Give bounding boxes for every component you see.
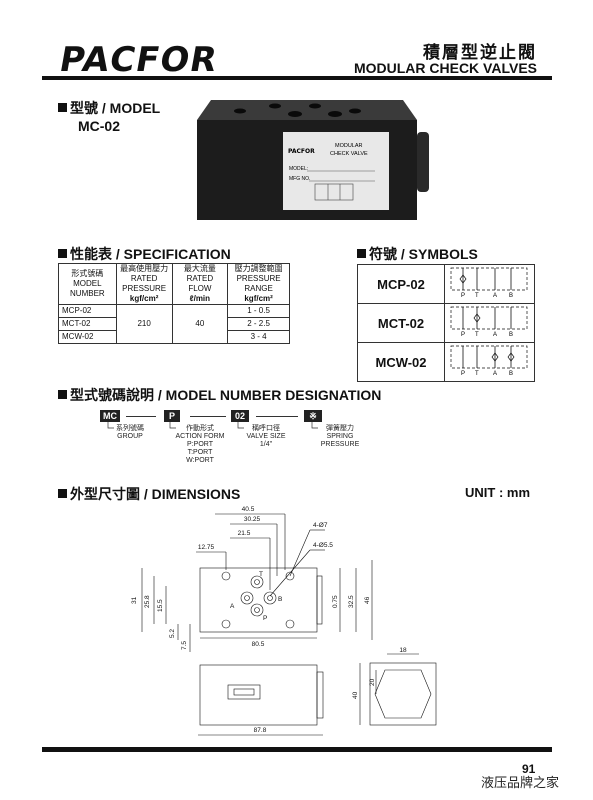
svg-text:21.5: 21.5 (238, 530, 251, 537)
dimensions-section-title: 外型尺寸圖 / DIMENSIONS (58, 484, 240, 504)
spec-section-title: 性能表 / SPECIFICATION (58, 244, 231, 264)
symbol-mcw-diagram: P T A B (450, 345, 528, 377)
svg-text:A: A (493, 332, 497, 337)
designation-box-spring: ※ (304, 410, 322, 422)
header-rule (42, 76, 552, 80)
bullet-square-icon (58, 249, 67, 258)
svg-text:A: A (493, 371, 497, 376)
symbols-table: MCP-02 P T A B MCT-02 (357, 264, 535, 382)
bullet-square-icon (58, 390, 67, 399)
svg-text:40: 40 (352, 691, 359, 699)
brand-logo: PACFOR (56, 40, 221, 80)
spec-flow-cell: 40 (171, 304, 229, 344)
model-section-title: 型號 / MODEL (58, 98, 160, 118)
svg-text:87.8: 87.8 (254, 727, 267, 734)
svg-text:P: P (461, 293, 465, 298)
svg-text:T: T (475, 293, 479, 298)
svg-text:B: B (278, 596, 282, 603)
svg-text:80.5: 80.5 (252, 641, 265, 648)
svg-text:A: A (230, 603, 235, 610)
symbol-code: MCT-02 (357, 303, 445, 343)
valve-end-cap (417, 132, 429, 192)
plate-line2: CHECK VALVE (330, 151, 368, 157)
symbol-mct-diagram: P T A B (450, 306, 528, 338)
svg-text:18: 18 (399, 647, 407, 654)
svg-text:4-Ø5.5: 4-Ø5.5 (313, 542, 333, 549)
svg-text:30.25: 30.25 (244, 516, 261, 523)
designation-section-title: 型式號碼說明 / MODEL NUMBER DESIGNATION (58, 385, 381, 405)
symbol-drawing: P T A B (444, 303, 535, 343)
svg-text:T: T (259, 571, 263, 578)
plate-model: MODEL: (289, 166, 308, 172)
svg-text:12.75: 12.75 (198, 544, 215, 551)
page-title-en: MODULAR CHECK VALVES (353, 60, 537, 76)
footer-rule (42, 747, 552, 752)
valve-photo: PACFOR MODULAR CHECK VALVE MODEL: MFG NO… (197, 100, 429, 220)
svg-text:P: P (461, 371, 465, 376)
svg-text:32.5: 32.5 (348, 595, 355, 608)
symbols-section-title: 符號 / SYMBOLS (357, 244, 478, 264)
valve-top-face (197, 100, 417, 120)
svg-text:B: B (509, 371, 513, 376)
plate-mfg: MFG NO. (289, 176, 310, 182)
model-number: MC-02 (78, 118, 121, 134)
bullet-square-icon (58, 489, 67, 498)
svg-text:31: 31 (131, 596, 138, 604)
front-view-body (199, 664, 318, 726)
designation-box-action: P (164, 410, 180, 422)
designation-box-group: MC (100, 410, 120, 422)
svg-text:0.75: 0.75 (332, 595, 339, 608)
svg-text:T: T (475, 332, 479, 337)
spec-range-cell: 1 - 0.5 (227, 304, 290, 318)
plate-brand: PACFOR (288, 148, 315, 155)
unit-label: UNIT : mm (465, 485, 530, 500)
svg-text:P: P (461, 332, 465, 337)
spec-range-cell: 3 - 4 (227, 330, 290, 344)
bullet-square-icon (357, 249, 366, 258)
watermark: 液压品牌之家 (481, 775, 560, 790)
spec-model-cell: MCT-02 (58, 317, 117, 331)
side-view-body (369, 662, 437, 726)
spec-range-cell: 2 - 2.5 (227, 317, 290, 331)
symbol-drawing: P T A B (444, 342, 535, 382)
plate-line1: MODULAR (335, 143, 363, 149)
svg-text:7.5: 7.5 (181, 641, 188, 650)
spec-model-cell: MCP-02 (58, 304, 117, 318)
svg-text:20: 20 (369, 678, 376, 686)
svg-text:40.5: 40.5 (242, 506, 255, 513)
svg-text:T: T (475, 371, 479, 376)
spec-model-cell: MCW-02 (58, 330, 117, 344)
dimension-drawing: 40.5 30.25 21.5 12.75 4-Ø7 4-Ø5.5 T A B … (131, 506, 437, 736)
spec-pressure-cell: 210 (115, 304, 173, 344)
symbol-mcp-diagram: P T A B (450, 267, 528, 299)
bullet-square-icon (58, 103, 67, 112)
svg-text:46: 46 (364, 596, 371, 604)
designation-box-size: 02 (231, 410, 249, 422)
svg-text:15.5: 15.5 (157, 599, 164, 612)
page-title-zh: 積層型逆止閥 (423, 43, 537, 62)
symbol-drawing: P T A B (444, 264, 535, 304)
svg-text:P: P (263, 615, 267, 622)
svg-text:5.2: 5.2 (169, 629, 176, 638)
svg-text:B: B (509, 293, 513, 298)
page-number: 91 (522, 762, 536, 776)
symbol-code: MCP-02 (357, 264, 445, 304)
svg-text:4-Ø7: 4-Ø7 (313, 522, 328, 529)
symbol-code: MCW-02 (357, 342, 445, 382)
svg-text:A: A (493, 293, 497, 298)
svg-text:B: B (509, 332, 513, 337)
svg-text:25.8: 25.8 (144, 595, 151, 608)
